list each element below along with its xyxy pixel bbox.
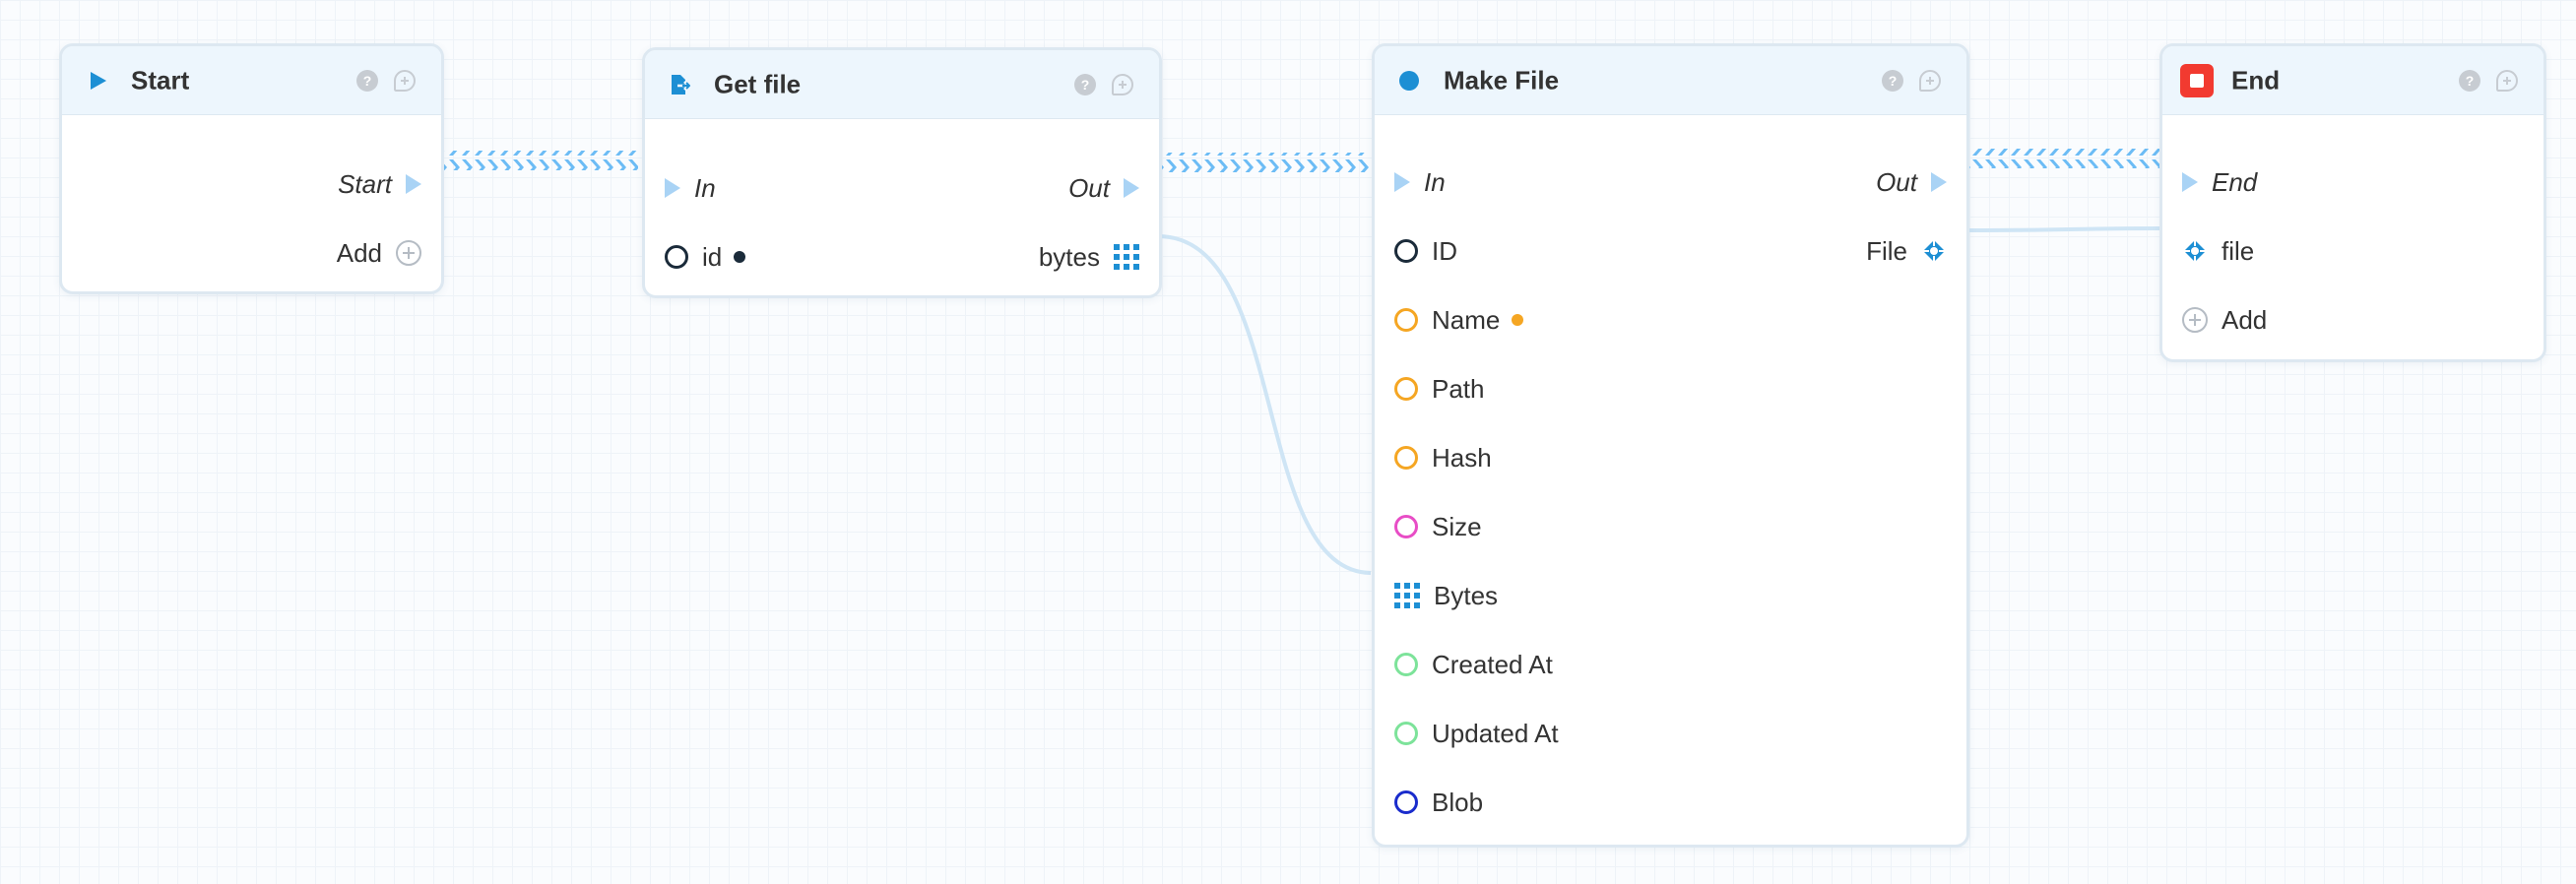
required-dot [1512, 314, 1524, 326]
input-updated-at: Updated At [1394, 712, 1559, 755]
output-start: Start [338, 162, 421, 206]
datetime-port[interactable] [1394, 722, 1418, 745]
struct-port-icon[interactable] [1921, 238, 1947, 264]
comment-add-icon[interactable] [1919, 69, 1941, 92]
output-file: File [1866, 229, 1947, 273]
required-dot [734, 251, 746, 263]
node-title: Get file [714, 69, 802, 98]
output-bytes: bytes [1039, 235, 1139, 279]
plus-circle-icon[interactable] [2182, 307, 2208, 333]
string-port[interactable] [1394, 308, 1418, 332]
end-node[interactable]: End ? End file Add [2159, 43, 2546, 362]
input-id: id [665, 235, 746, 279]
comment-add-icon[interactable] [1112, 73, 1133, 95]
node-title: End [2231, 65, 2281, 95]
input-hash: Hash [1394, 436, 1492, 479]
help-icon[interactable]: ? [1074, 73, 1096, 95]
bytes-port-icon[interactable] [1114, 244, 1139, 270]
exec-out-port[interactable] [1124, 178, 1139, 198]
node-title: Start [131, 65, 190, 95]
exec-out-port[interactable] [1931, 172, 1947, 192]
make-file-node[interactable]: Make File ? In Out ID File Name Path Has… [1372, 43, 1969, 848]
exec-in-port[interactable] [665, 178, 680, 198]
comment-add-icon[interactable] [2496, 69, 2518, 92]
exec-in-port[interactable] [1394, 172, 1410, 192]
input-id: ID [1394, 229, 1457, 273]
output-out: Out [1876, 160, 1947, 204]
string-port[interactable] [1394, 377, 1418, 401]
string-port[interactable] [1394, 446, 1418, 470]
input-blob: Blob [1394, 781, 1483, 824]
input-add[interactable]: Add [2182, 298, 2267, 342]
plus-circle-icon[interactable] [396, 240, 421, 266]
input-created-at: Created At [1394, 643, 1553, 686]
id-port[interactable] [665, 245, 688, 269]
datetime-port[interactable] [1394, 653, 1418, 676]
data-wire-file[interactable] [1965, 226, 2160, 232]
exec-out-port[interactable] [406, 174, 421, 194]
comment-add-icon[interactable] [394, 69, 416, 92]
start-node-header[interactable]: Start ? [62, 46, 441, 115]
help-icon[interactable]: ? [2459, 69, 2480, 92]
exec-wire-getfile-to-makefile[interactable] [1158, 153, 1371, 172]
get-file-node[interactable]: Get file ? In Out id bytes [642, 47, 1162, 298]
play-icon [91, 71, 106, 90]
blob-port[interactable] [1394, 790, 1418, 814]
node-title: Make File [1444, 65, 1560, 95]
output-out: Out [1068, 166, 1139, 210]
data-wire-bytes[interactable] [1157, 234, 1372, 575]
help-icon[interactable]: ? [1882, 69, 1903, 92]
id-port[interactable] [1394, 239, 1418, 263]
circle-icon [1399, 70, 1419, 91]
size-port[interactable] [1394, 515, 1418, 538]
input-bytes: Bytes [1394, 574, 1498, 617]
stop-icon [2180, 63, 2214, 97]
output-add[interactable]: Add [337, 231, 421, 275]
input-size: Size [1394, 505, 1482, 548]
bytes-port-icon[interactable] [1394, 583, 1420, 608]
struct-port-icon[interactable] [2182, 238, 2208, 264]
input-in: In [665, 166, 716, 210]
help-icon[interactable]: ? [356, 69, 378, 92]
end-node-header[interactable]: End ? [2162, 46, 2544, 115]
make-file-node-header[interactable]: Make File ? [1375, 46, 1966, 115]
input-path: Path [1394, 367, 1485, 410]
start-node[interactable]: Start ? Start Add [59, 43, 444, 294]
input-in: In [1394, 160, 1446, 204]
file-export-icon [672, 74, 690, 95]
exec-wire-start-to-getfile[interactable] [441, 151, 638, 170]
get-file-node-header[interactable]: Get file ? [645, 50, 1159, 119]
exec-wire-makefile-to-end[interactable] [1966, 149, 2159, 168]
input-end: End [2182, 160, 2257, 204]
input-file: file [2182, 229, 2254, 273]
exec-in-port[interactable] [2182, 172, 2198, 192]
input-name: Name [1394, 298, 1524, 342]
